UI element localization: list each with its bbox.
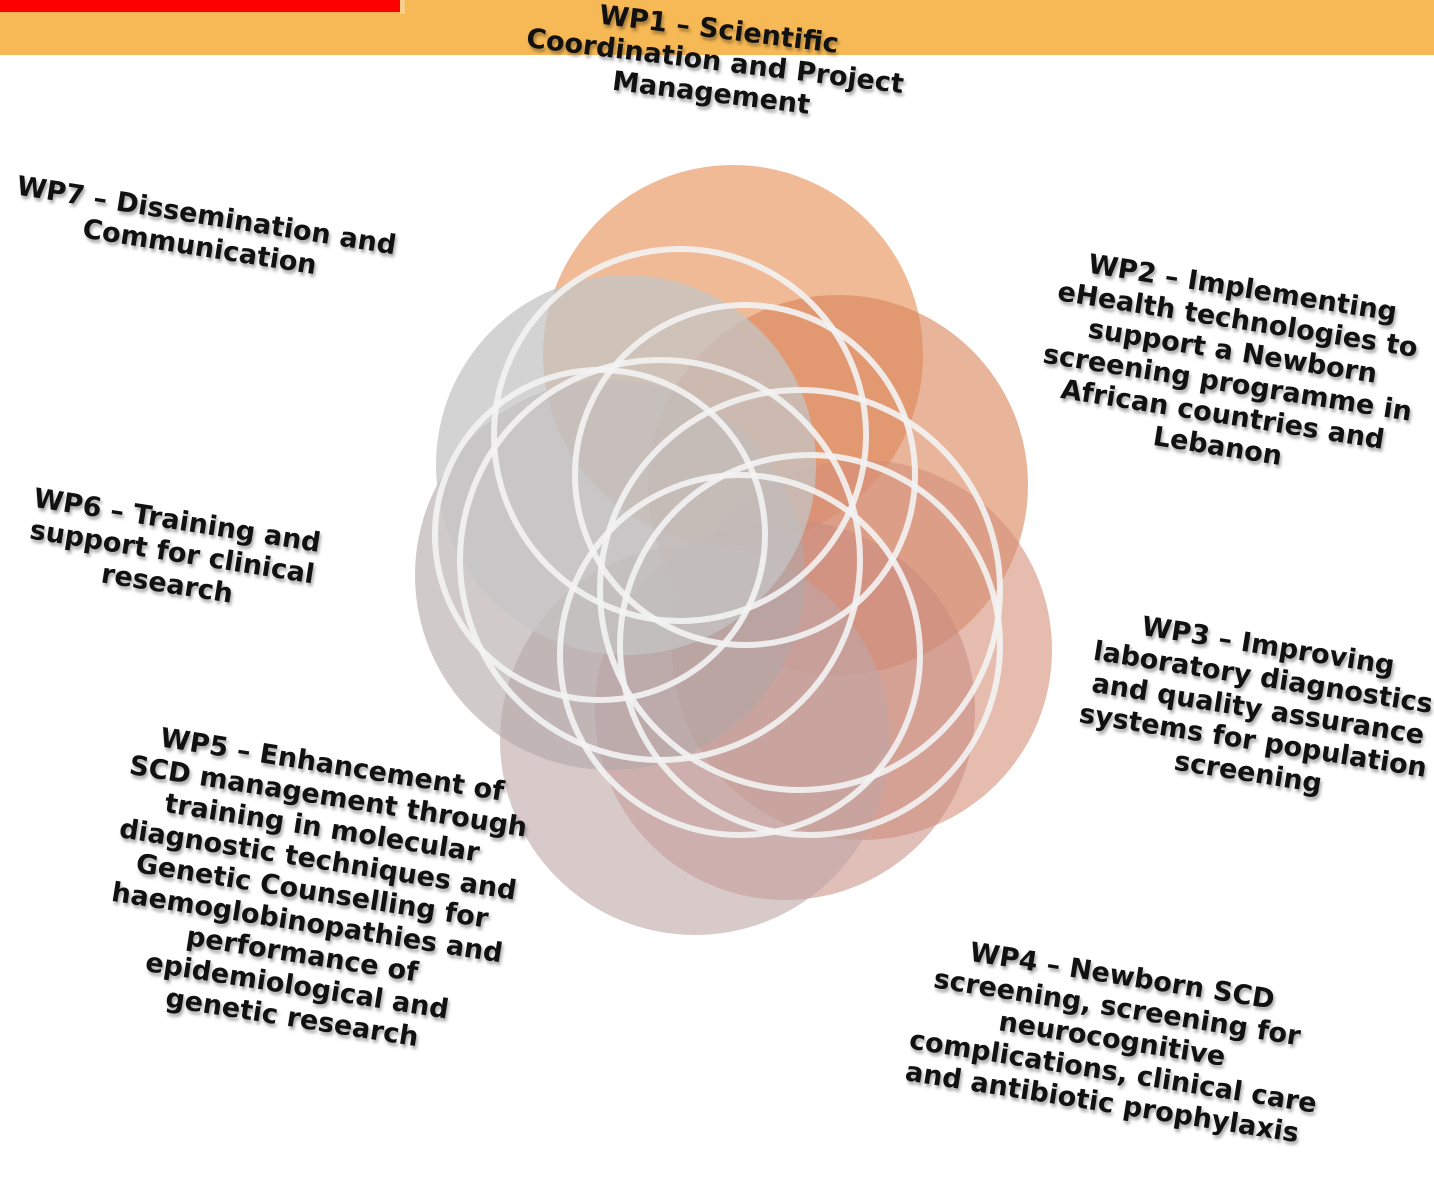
red-accent-tab [0, 0, 400, 12]
circle-outline-ring [572, 302, 918, 648]
circle-outline-ring [457, 357, 863, 763]
red-accent-tab-edge [400, 0, 405, 14]
circle-outline-ring [557, 472, 923, 838]
circle-outline-ring [597, 387, 1003, 793]
label-wp5: WP5 – Enhancement of SCD management thro… [92, 718, 532, 1065]
circle-outline-ring [617, 452, 1003, 838]
circle-outline-ring [491, 246, 869, 624]
circle-rings-group [432, 246, 1003, 838]
